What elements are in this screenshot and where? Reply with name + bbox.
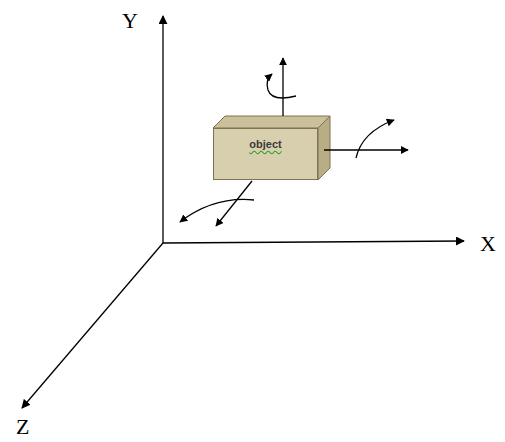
translate-y-arrow — [282, 58, 283, 116]
box-top-face — [213, 116, 330, 128]
z-axis — [22, 243, 163, 408]
object-label: object — [214, 138, 317, 150]
translate-x-arrow — [324, 149, 408, 150]
object-box: object — [213, 128, 318, 180]
axis-label: Z — [16, 416, 29, 438]
box-side-face — [318, 116, 330, 180]
axis-label: X — [480, 233, 496, 255]
translate-z-arrow — [216, 181, 252, 226]
rotate-z-arrow — [180, 199, 254, 222]
y-axis — [162, 16, 163, 243]
x-axis — [163, 241, 464, 243]
axis-label: Y — [122, 10, 138, 32]
rotate-x-arrow — [356, 120, 394, 158]
rotate-y-arrow — [267, 74, 296, 98]
